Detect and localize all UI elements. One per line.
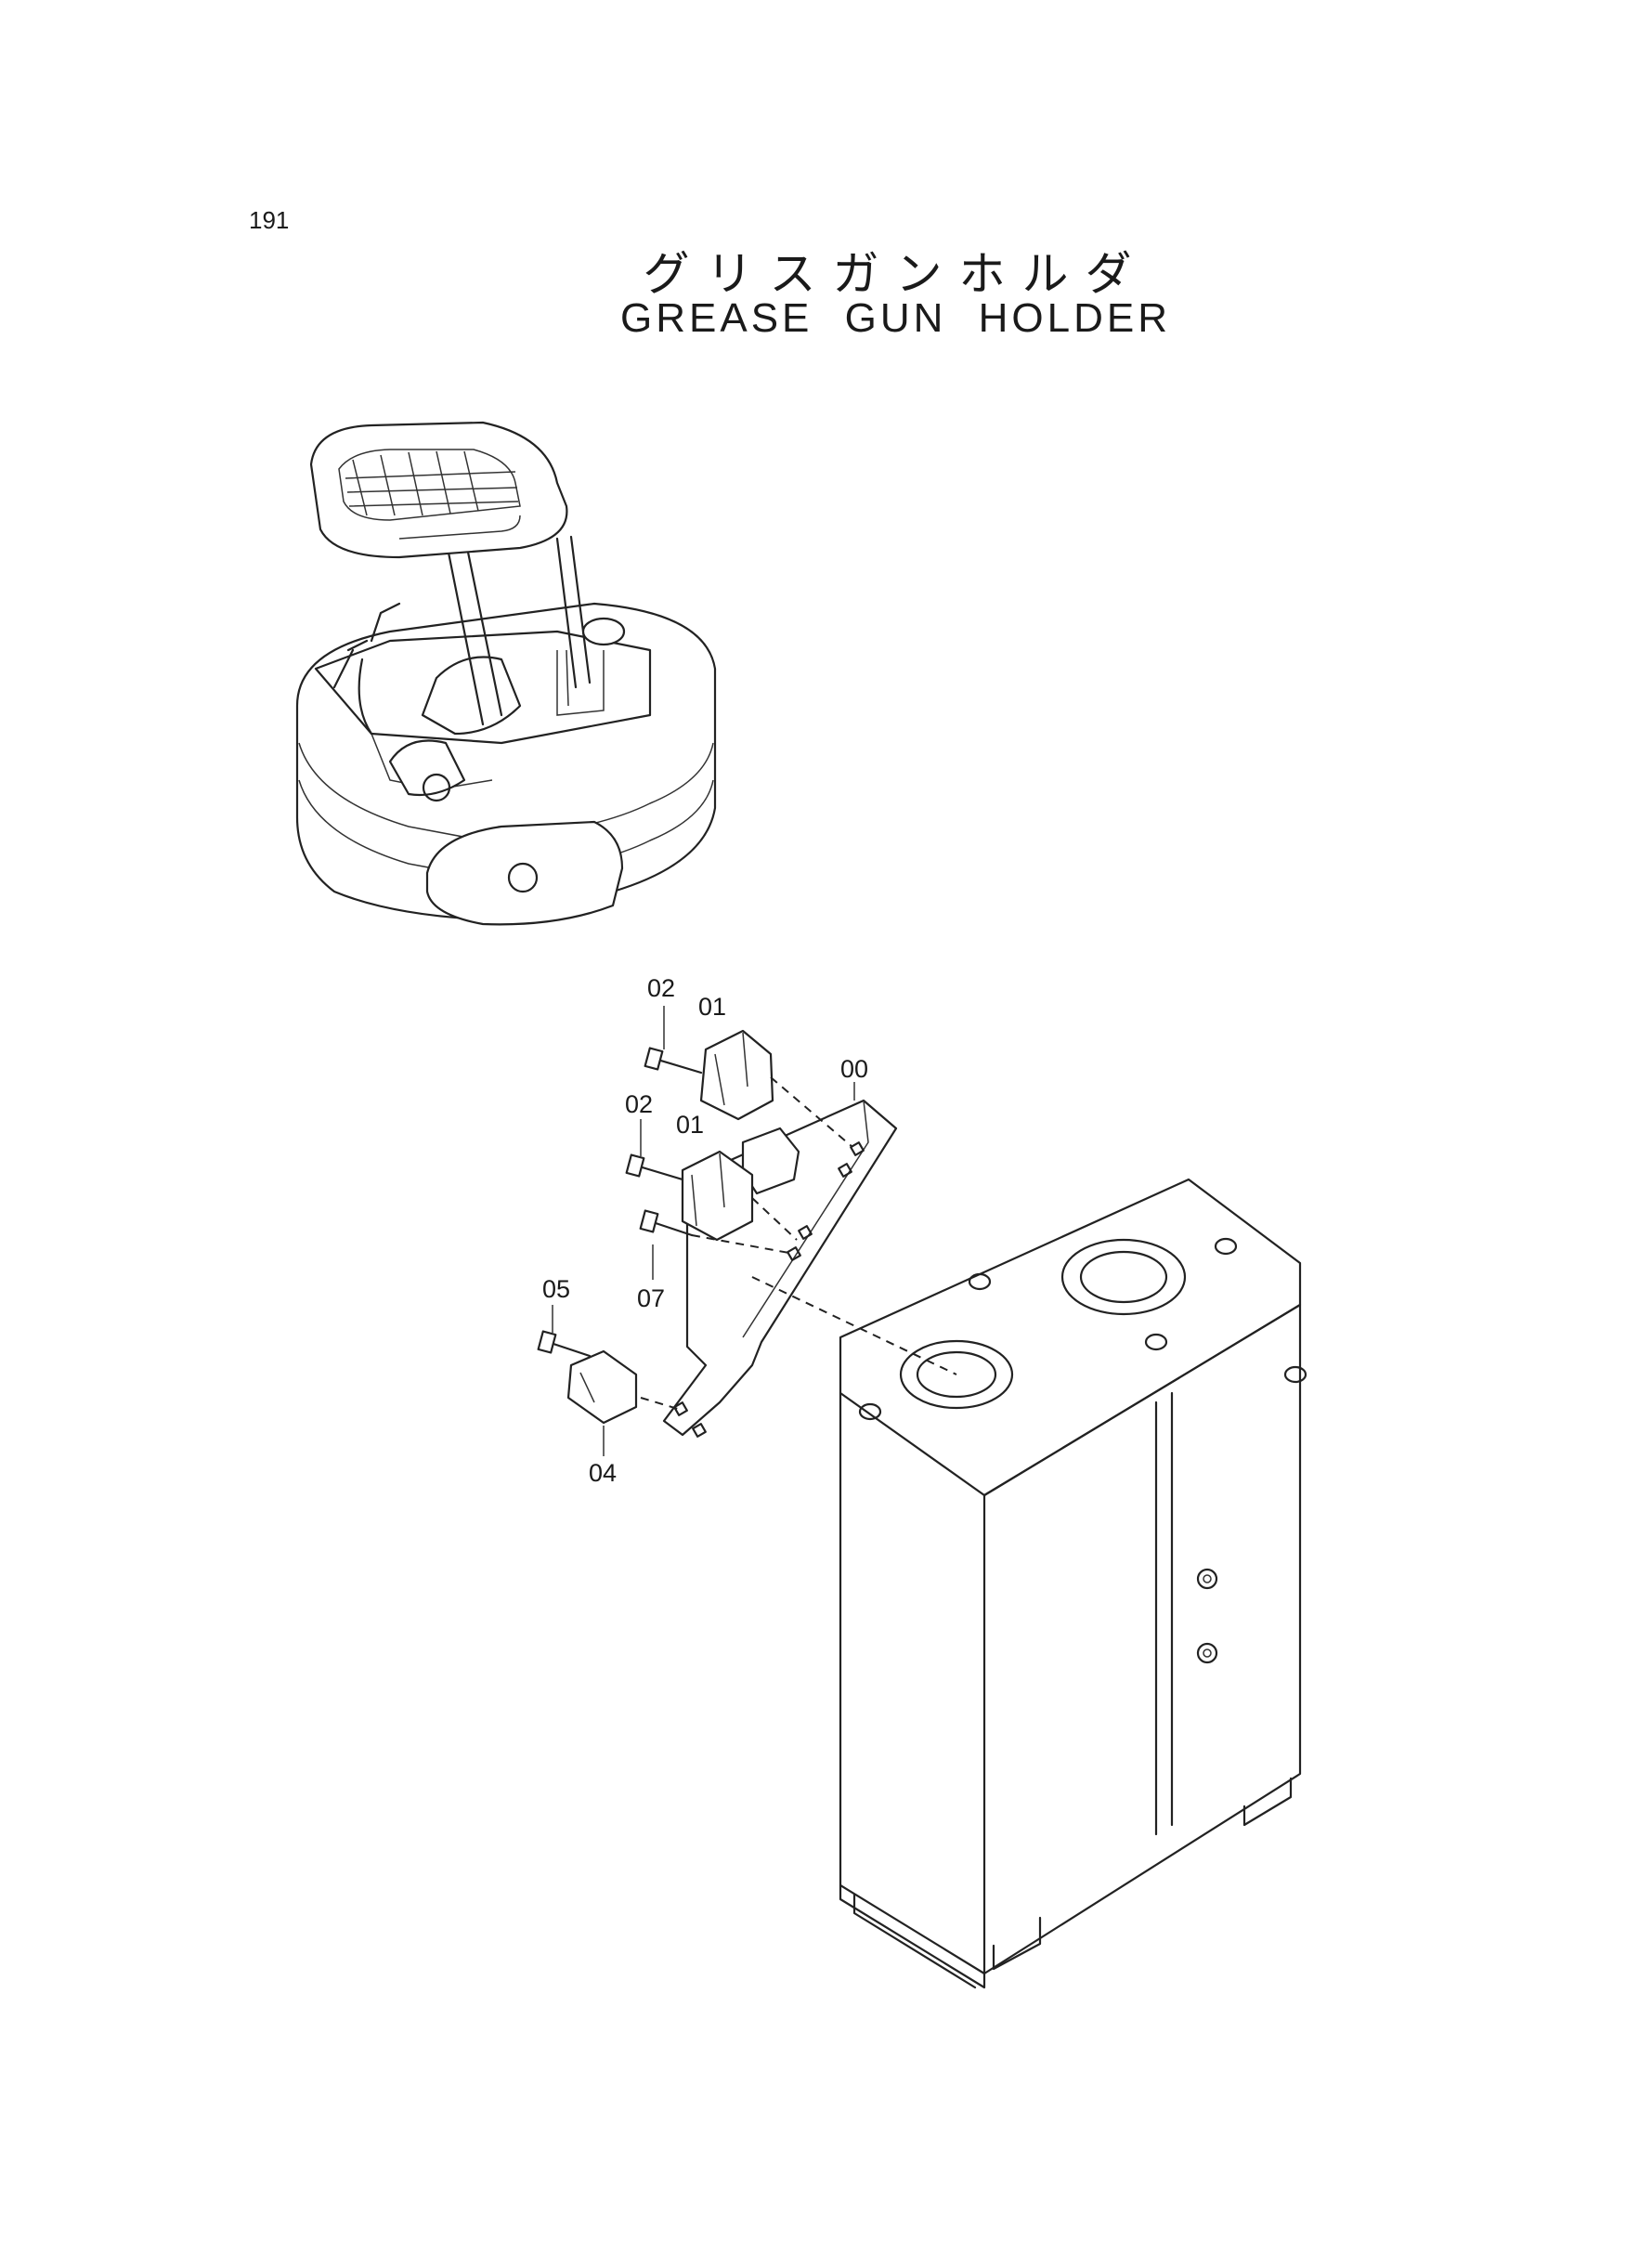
title-japanese: グリスガンホルダ: [643, 248, 1149, 300]
callout-02-upper: 02: [647, 974, 675, 1002]
callout-02-lower: 02: [625, 1090, 653, 1118]
bracket-assembly-illustration: [537, 1029, 957, 1438]
callout-00: 00: [840, 1055, 868, 1083]
machine-overview-illustration: [295, 421, 717, 926]
callout-leaders: [552, 1006, 855, 1456]
callout-04: 04: [589, 1459, 617, 1487]
callout-01-lower: 01: [676, 1111, 704, 1139]
tank-illustration: [839, 1178, 1307, 1989]
callout-05: 05: [542, 1275, 570, 1303]
title-english: GREASE GUN HOLDER: [620, 295, 1171, 341]
page-number: 191: [249, 206, 290, 234]
callout-01-upper: 01: [698, 993, 726, 1021]
callout-07: 07: [637, 1284, 665, 1312]
